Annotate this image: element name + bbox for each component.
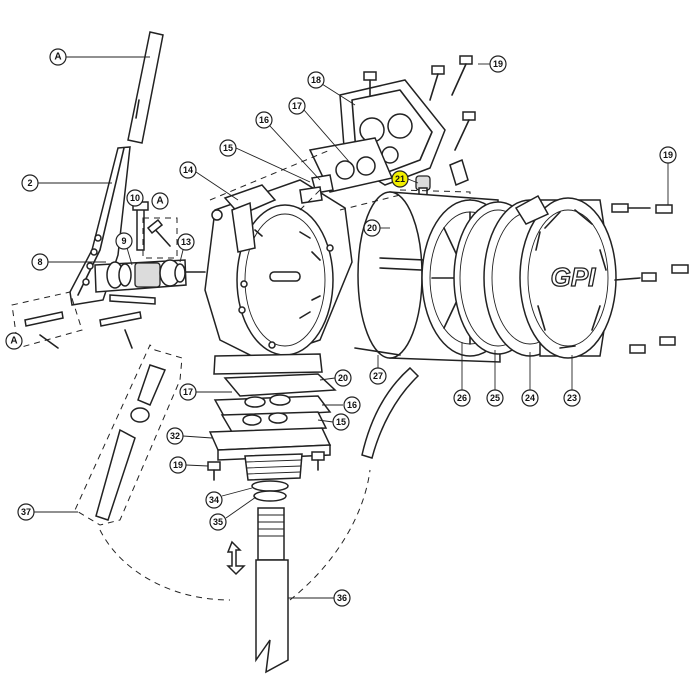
svg-text:16: 16 [259, 115, 269, 125]
svg-text:26: 26 [457, 393, 467, 403]
svg-text:24: 24 [525, 393, 535, 403]
svg-text:18: 18 [311, 75, 321, 85]
svg-text:9: 9 [121, 236, 126, 246]
callout-15-top: 15 [219, 139, 237, 157]
pivot-assembly [11, 201, 206, 349]
svg-text:8: 8 [37, 257, 42, 267]
callout-A-middle: A [151, 192, 169, 210]
callout-13: 13 [177, 233, 195, 251]
up-down-arrows [226, 540, 246, 576]
callout-9: 9 [115, 232, 133, 250]
svg-text:19: 19 [493, 59, 503, 69]
callout-34: 34 [205, 491, 223, 509]
callout-37: 37 [17, 503, 35, 521]
svg-text:A: A [10, 336, 17, 347]
svg-text:20: 20 [338, 373, 348, 383]
callout-14: 14 [179, 161, 197, 179]
pump-housing [204, 179, 353, 361]
svg-text:21: 21 [395, 174, 405, 184]
suction-tube [226, 507, 289, 674]
callout-32: 32 [166, 427, 184, 445]
callout-2: 2 [21, 174, 39, 192]
callout-15-bottom: 15 [332, 413, 350, 431]
callout-17-top: 17 [288, 97, 306, 115]
callout-26: 26 [453, 389, 471, 407]
callout-8: 8 [31, 253, 49, 271]
callout-17-bottom: 17 [179, 383, 197, 401]
svg-text:13: 13 [181, 237, 191, 247]
svg-text:35: 35 [213, 517, 223, 527]
svg-text:15: 15 [223, 143, 233, 153]
callout-A-top: A [49, 48, 67, 66]
callout-36: 36 [333, 589, 351, 607]
svg-text:37: 37 [21, 507, 31, 517]
callout-35: 35 [209, 513, 227, 531]
callout-19-bottom: 19 [169, 456, 187, 474]
handle-assembly [69, 31, 164, 306]
svg-text:17: 17 [292, 101, 302, 111]
bottom-valve-stack [207, 353, 337, 502]
svg-text:32: 32 [170, 431, 180, 441]
callout-27: 27 [369, 367, 387, 385]
callout-18: 18 [307, 71, 325, 89]
top-valve-plate [299, 55, 476, 204]
svg-text:34: 34 [209, 495, 219, 505]
svg-text:16: 16 [347, 400, 357, 410]
svg-text:36: 36 [337, 593, 347, 603]
svg-text:17: 17 [183, 387, 193, 397]
svg-text:15: 15 [336, 417, 346, 427]
svg-text:25: 25 [490, 393, 500, 403]
callout-21-highlighted: 21 [391, 170, 409, 188]
svg-text:27: 27 [373, 371, 383, 381]
callout-20-bottom: 20 [334, 369, 352, 387]
callout-A-left: A [5, 332, 23, 350]
callout-25: 25 [486, 389, 504, 407]
svg-text:19: 19 [663, 150, 673, 160]
svg-text:14: 14 [183, 165, 193, 175]
callout-16-bottom: 16 [343, 396, 361, 414]
cover-logo: GPI [551, 262, 597, 292]
callout-24: 24 [521, 389, 539, 407]
svg-text:A: A [54, 52, 61, 63]
svg-text:A: A [156, 196, 163, 207]
outlet-hose [361, 366, 420, 459]
callout-19-right: 19 [659, 146, 677, 164]
callout-19-top: 19 [489, 55, 507, 73]
front-cover-23: GPI [514, 194, 689, 359]
hose-assembly [74, 344, 371, 601]
svg-text:10: 10 [130, 193, 140, 203]
callout-16-top: 16 [255, 111, 273, 129]
callout-23: 23 [563, 389, 581, 407]
callout-10: 10 [126, 189, 144, 207]
svg-text:23: 23 [567, 393, 577, 403]
svg-text:2: 2 [27, 178, 32, 188]
callout-20-top: 20 [363, 219, 381, 237]
svg-text:19: 19 [173, 460, 183, 470]
handle-grip [127, 31, 164, 144]
svg-text:20: 20 [367, 223, 377, 233]
